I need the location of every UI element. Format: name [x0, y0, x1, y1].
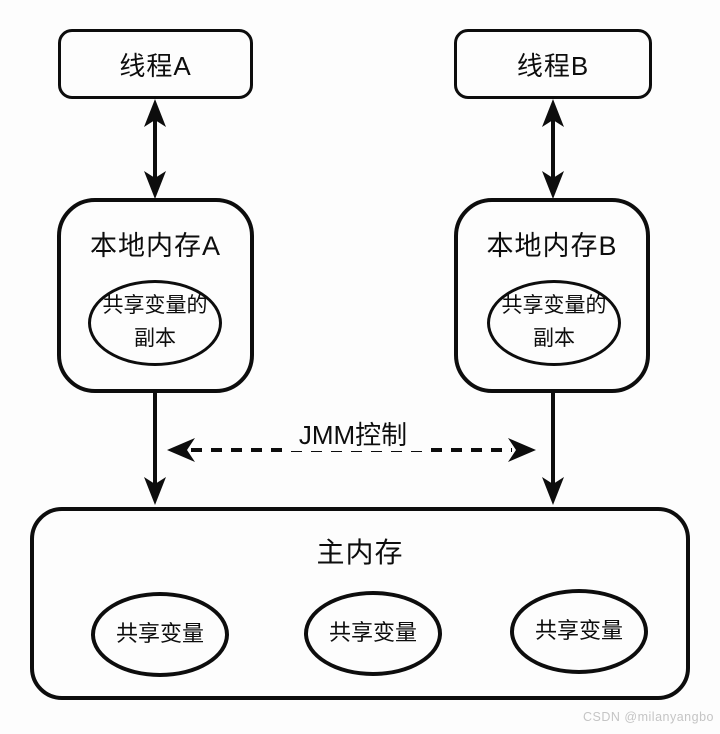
shared-variable-copy-b-ellipse: 共享变量的 副本 — [487, 280, 621, 366]
local-memory-b-title: 本地内存B — [486, 231, 618, 261]
shared-variable-copy-b-line1: 共享变量的 — [501, 294, 607, 318]
double-arrow-thread-a-icon — [144, 99, 166, 199]
thread-b-label: 线程B — [516, 50, 590, 81]
shared-variable-2-label: 共享变量 — [328, 620, 417, 646]
thread-a-label: 线程A — [119, 50, 192, 81]
jmm-control-label: JMM控制 — [282, 420, 424, 451]
shared-variable-1-label: 共享变量 — [115, 621, 204, 647]
shared-variable-copy-a-ellipse: 共享变量的 副本 — [88, 280, 222, 366]
arrow-local-b-to-main-icon — [542, 393, 564, 505]
arrow-local-a-to-main-icon — [144, 393, 166, 505]
double-arrow-thread-b-icon — [542, 99, 564, 199]
shared-variable-copy-a-line2: 副本 — [134, 327, 176, 350]
shared-variable-ellipse-1: 共享变量 — [91, 592, 229, 677]
shared-variable-ellipse-2: 共享变量 — [304, 591, 442, 676]
shared-variable-copy-a-line1: 共享变量的 — [102, 294, 208, 318]
main-memory-title: 主内存 — [316, 537, 404, 568]
shared-variable-3-label: 共享变量 — [534, 618, 623, 644]
csdn-watermark: CSDN @milanyangbo — [583, 710, 714, 724]
shared-variable-ellipse-3: 共享变量 — [510, 589, 648, 674]
thread-b-box: 线程B — [454, 29, 652, 99]
shared-variable-copy-b-line2: 副本 — [533, 327, 575, 350]
thread-a-box: 线程A — [58, 29, 253, 99]
local-memory-a-title: 本地内存A — [89, 231, 221, 261]
